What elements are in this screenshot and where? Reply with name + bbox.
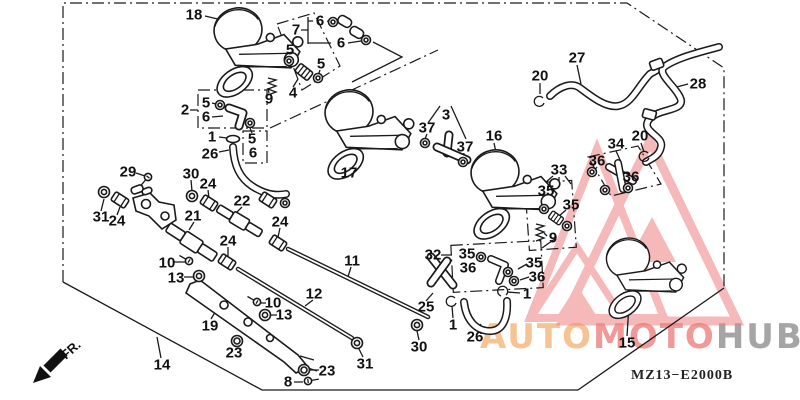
fuel-hoses xyxy=(229,43,723,335)
hose-26-upper xyxy=(229,143,290,199)
diagram-border xyxy=(62,2,725,391)
small-parts xyxy=(97,16,650,386)
link-shaft-22 xyxy=(215,204,263,238)
front-direction-arrow: FR. xyxy=(33,337,84,383)
tee-joint-25 xyxy=(426,252,458,290)
watermark-text-hub: HUB xyxy=(715,317,800,357)
diagram-code: MZ13−E2000B xyxy=(631,368,734,383)
hose-27 xyxy=(546,66,661,111)
link-shaft-21 xyxy=(165,222,218,262)
throttle-rods xyxy=(165,204,431,341)
carburetor-16 xyxy=(453,136,570,249)
tee-joint-3 xyxy=(432,130,472,165)
tee-joint-34 xyxy=(605,159,637,193)
elbow-joint-2 xyxy=(224,103,248,131)
rod-12 xyxy=(235,266,355,341)
joint-pipes-7 xyxy=(337,14,365,40)
pipe-fittings xyxy=(224,14,637,290)
stay-bracket xyxy=(130,184,177,231)
group-boxes xyxy=(197,12,662,293)
hose-28 xyxy=(641,43,723,166)
rod-11 xyxy=(285,246,431,320)
elbow-joint-32 xyxy=(487,255,509,285)
carburetor-17 xyxy=(307,76,424,189)
hose-26-lower xyxy=(460,297,512,335)
